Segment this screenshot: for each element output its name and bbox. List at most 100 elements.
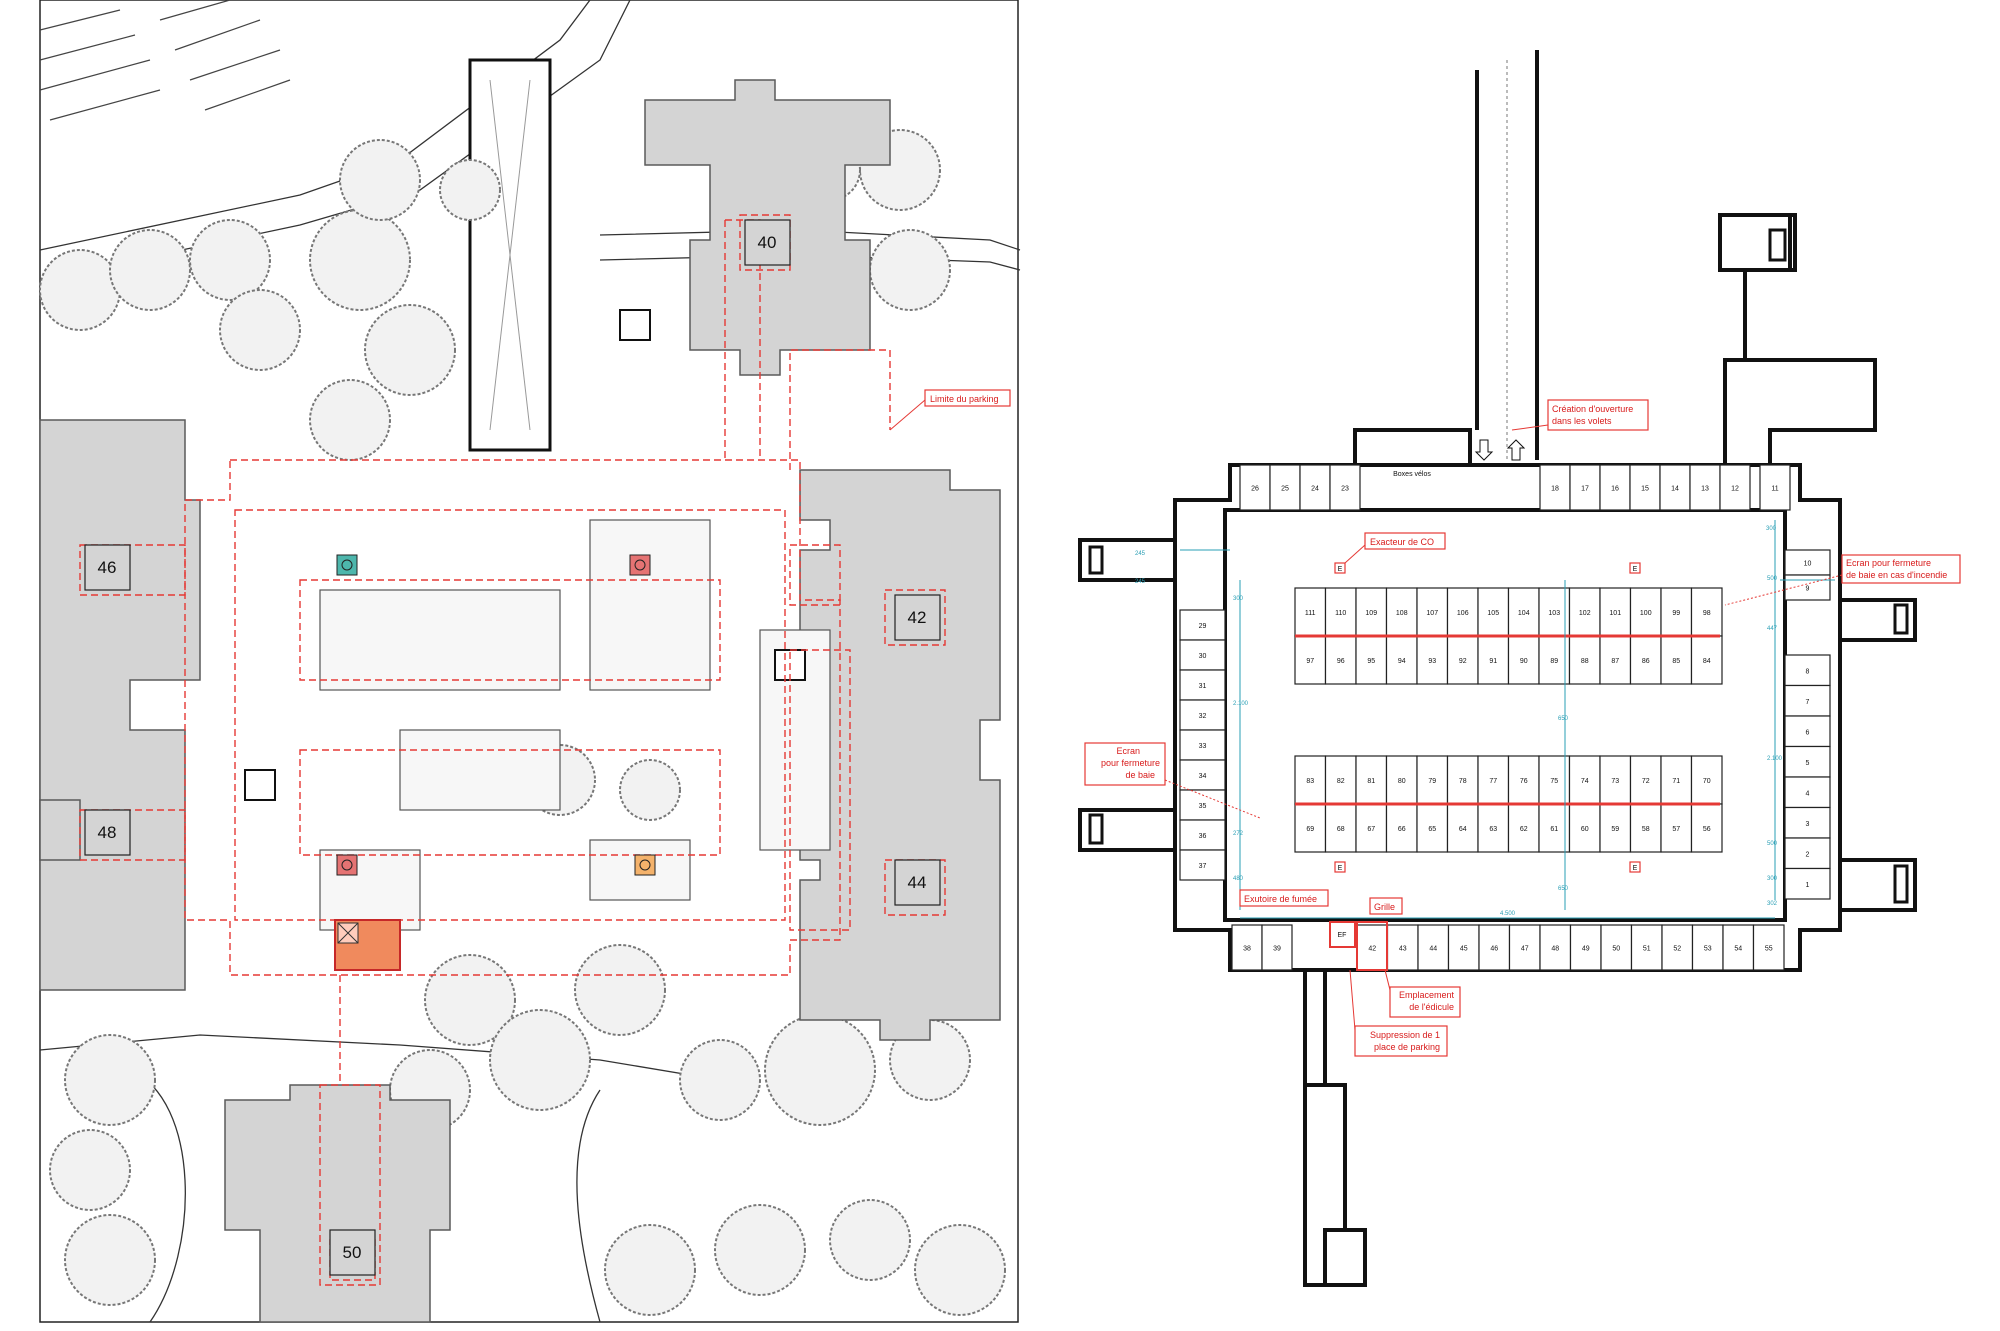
parking-stall-38: 38 xyxy=(1231,924,1263,971)
parking-stall-46: 46 xyxy=(1478,924,1511,971)
svg-text:500: 500 xyxy=(1767,841,1778,847)
svg-text:85: 85 xyxy=(1672,658,1680,665)
parking-stall-5: 5 xyxy=(1784,745,1831,778)
svg-text:8: 8 xyxy=(1806,668,1810,675)
parking-stall-67: 67 xyxy=(1355,803,1388,853)
parking-stall-1: 1 xyxy=(1784,867,1831,900)
svg-text:25: 25 xyxy=(1281,486,1289,493)
svg-text:29: 29 xyxy=(1199,623,1207,630)
svg-text:93: 93 xyxy=(1428,658,1436,665)
parking-stall-59: 59 xyxy=(1599,803,1632,853)
svg-text:56: 56 xyxy=(1703,826,1711,833)
svg-text:dans les volets: dans les volets xyxy=(1552,416,1612,426)
svg-text:96: 96 xyxy=(1337,658,1345,665)
svg-text:14: 14 xyxy=(1671,486,1679,493)
svg-text:245: 245 xyxy=(1135,551,1146,557)
parking-stall-8: 8 xyxy=(1784,654,1831,687)
svg-text:76: 76 xyxy=(1520,778,1528,785)
parking-stall-56: 56 xyxy=(1690,803,1723,853)
parking-stall-63: 63 xyxy=(1477,803,1510,853)
parking-stall-79: 79 xyxy=(1416,755,1449,805)
svg-text:83: 83 xyxy=(1306,778,1314,785)
svg-text:49: 49 xyxy=(1582,946,1590,953)
parking-stall-102: 102 xyxy=(1568,587,1601,637)
parking-stall-73: 73 xyxy=(1599,755,1632,805)
bike-room: Boxes vélos xyxy=(1353,428,1526,478)
parking-stall-42: 42 xyxy=(1356,924,1389,971)
parking-stall-51: 51 xyxy=(1630,924,1663,971)
parking-stall-4: 4 xyxy=(1784,776,1831,809)
svg-text:Grille: Grille xyxy=(1374,902,1395,912)
svg-text:68: 68 xyxy=(1337,826,1345,833)
building-48-label: 48 xyxy=(98,823,117,842)
svg-text:79: 79 xyxy=(1428,778,1436,785)
parking-stall-47: 47 xyxy=(1508,924,1541,971)
parking-stall-60: 60 xyxy=(1568,803,1601,853)
parking-stall-83: 83 xyxy=(1294,755,1327,805)
parking-stall-109: 109 xyxy=(1355,587,1388,637)
svg-text:92: 92 xyxy=(1459,658,1467,665)
svg-text:Ecran: Ecran xyxy=(1116,746,1140,756)
building-42-label: 42 xyxy=(908,608,927,627)
svg-text:Emplacement: Emplacement xyxy=(1399,990,1455,1000)
svg-text:99: 99 xyxy=(1672,610,1680,617)
svg-text:88: 88 xyxy=(1581,658,1589,665)
svg-text:48: 48 xyxy=(1551,946,1559,953)
svg-text:57: 57 xyxy=(1672,826,1680,833)
svg-text:91: 91 xyxy=(1489,658,1497,665)
parking-stall-34: 34 xyxy=(1179,759,1226,791)
svg-text:26: 26 xyxy=(1251,486,1259,493)
parking-stall-108: 108 xyxy=(1385,587,1418,637)
parking-stall-101: 101 xyxy=(1599,587,1632,637)
svg-text:23: 23 xyxy=(1341,486,1349,493)
parking-stall-104: 104 xyxy=(1507,587,1540,637)
svg-text:Boxes vélos: Boxes vélos xyxy=(1393,471,1431,478)
svg-text:74: 74 xyxy=(1581,778,1589,785)
svg-text:58: 58 xyxy=(1642,826,1650,833)
svg-text:46: 46 xyxy=(1490,946,1498,953)
parking-stall-90: 90 xyxy=(1507,635,1540,685)
parking-stall-75: 75 xyxy=(1538,755,1571,805)
svg-text:82: 82 xyxy=(1337,778,1345,785)
parking-stall-88: 88 xyxy=(1568,635,1601,685)
svg-text:34: 34 xyxy=(1199,773,1207,780)
parking-stall-32: 32 xyxy=(1179,699,1226,731)
parking-stall-45: 45 xyxy=(1447,924,1480,971)
svg-text:place de parking: place de parking xyxy=(1374,1042,1440,1052)
svg-text:81: 81 xyxy=(1367,778,1375,785)
svg-text:63: 63 xyxy=(1489,826,1497,833)
svg-text:89: 89 xyxy=(1550,658,1558,665)
svg-text:1: 1 xyxy=(1806,882,1810,889)
svg-text:50: 50 xyxy=(1612,946,1620,953)
svg-text:de l'édicule: de l'édicule xyxy=(1409,1002,1454,1012)
svg-text:38: 38 xyxy=(1243,946,1251,953)
parking-stall-105: 105 xyxy=(1477,587,1510,637)
parking-stall-29: 29 xyxy=(1179,609,1226,641)
parking-stall-95: 95 xyxy=(1355,635,1388,685)
parking-stall-68: 68 xyxy=(1324,803,1357,853)
parking-stall-15: 15 xyxy=(1629,464,1661,511)
svg-text:73: 73 xyxy=(1611,778,1619,785)
svg-text:70: 70 xyxy=(1703,778,1711,785)
parking-stall-106: 106 xyxy=(1446,587,1479,637)
svg-text:90: 90 xyxy=(1520,658,1528,665)
building-42-44 xyxy=(799,469,1001,1041)
svg-text:44: 44 xyxy=(1429,946,1437,953)
svg-text:480: 480 xyxy=(1233,876,1244,882)
building-44-label: 44 xyxy=(908,873,927,892)
svg-text:45: 45 xyxy=(1460,946,1468,953)
svg-text:55: 55 xyxy=(1765,946,1773,953)
parking-stall-107: 107 xyxy=(1416,587,1449,637)
parking-stall-43: 43 xyxy=(1386,924,1419,971)
svg-text:Création d'ouverture: Création d'ouverture xyxy=(1552,404,1633,414)
svg-text:272: 272 xyxy=(1233,831,1244,837)
access-ramp xyxy=(1475,50,1539,460)
svg-text:17: 17 xyxy=(1581,486,1589,493)
parking-stall-99: 99 xyxy=(1660,587,1693,637)
svg-text:33: 33 xyxy=(1199,743,1207,750)
svg-text:6: 6 xyxy=(1806,729,1810,736)
parking-stall-70: 70 xyxy=(1690,755,1723,805)
parking-stall-7: 7 xyxy=(1784,684,1831,717)
